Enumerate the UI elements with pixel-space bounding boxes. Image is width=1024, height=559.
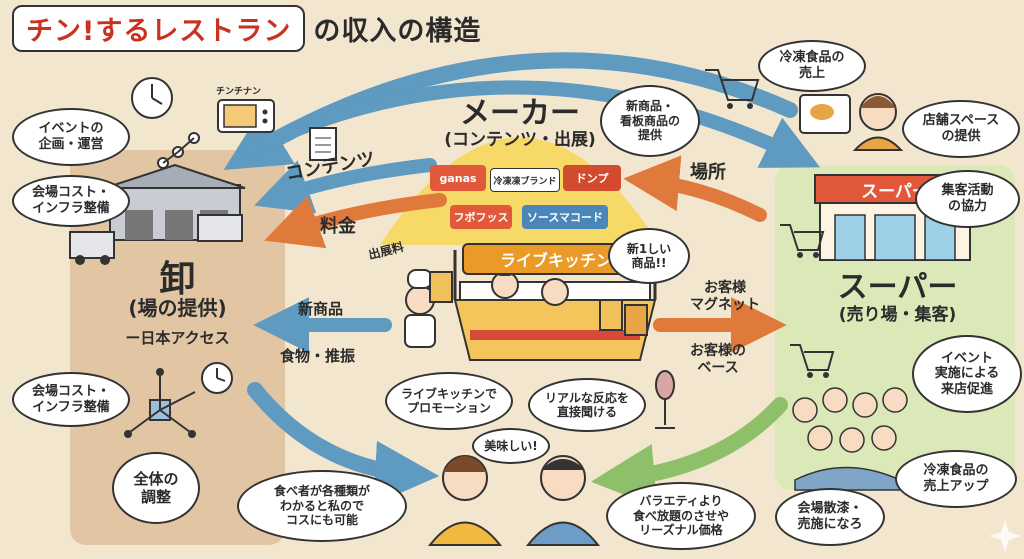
flow-customer-magnet-label: お客様 マグネット <box>690 280 760 313</box>
shopper-woman <box>852 93 904 151</box>
warehouse-illustration <box>69 163 246 265</box>
title-rest: の収入の構造 <box>313 15 482 47</box>
bubble-live-kitchen-promo: ライブキッチンで プロモーション <box>385 372 513 430</box>
bubble-store-space: 店舗スペース の提供 <box>902 100 1020 158</box>
maker-subtitle: (コンテンツ・出展) <box>444 130 596 150</box>
arrow-fee <box>264 193 447 249</box>
flow-fee-label: 料金 <box>320 216 356 237</box>
bubble-event-visits: イベント 実施による 来店促進 <box>912 335 1022 413</box>
page-title: チン!するレストラン の収入の構造 <box>12 4 482 52</box>
arrow-place <box>623 155 767 222</box>
arrow-wholesaler-to-super <box>243 80 821 168</box>
cube-network-icon <box>124 368 196 438</box>
bubble-variety: バラエティより 食べ放題のさせや リーズナル価格 <box>606 482 756 550</box>
shopping-cart-icon-3 <box>790 344 835 378</box>
bubble-venue-cost-bottom: 会場コスト・ インフラ整備 <box>12 372 130 427</box>
shopping-cart-icon <box>705 69 760 109</box>
brand-logo-1: ganas <box>430 165 486 191</box>
maker-title: メーカー <box>460 96 580 131</box>
bubble-venue-scatter: 会場散漆・ 売施になろ <box>775 488 885 546</box>
supermarket-sign: スーパー <box>861 181 929 202</box>
flow-place-label: 場所 <box>690 162 726 183</box>
wholesaler-subtitle: (場の提供) <box>128 296 227 320</box>
brand-logo-2: 冷凍凍ブランド <box>490 168 560 192</box>
document-icon <box>309 127 337 161</box>
sparkle-icon <box>989 520 1021 552</box>
title-highlight: チン!するレストラン <box>12 4 306 52</box>
bubble-new-signboard: 新商品・ 看板商品の 提供 <box>600 85 700 157</box>
arrow-super-to-people <box>590 397 788 508</box>
clock-icon <box>131 77 173 119</box>
supermarket-subtitle: (売り場・集客) <box>838 305 957 325</box>
network-icon <box>157 132 200 169</box>
bubble-frozen-sales: 冷凍食品の 売上 <box>758 40 866 92</box>
brand-logo-5: ソースマコード <box>522 205 608 229</box>
frozen-food-package <box>799 94 851 134</box>
wholesaler-panel <box>70 150 285 545</box>
wholesaler-title: 卸 <box>159 259 196 300</box>
bubble-new-product-exclaim: 新1しい 商品!! <box>608 228 690 284</box>
bubble-delicious: 美味しい! <box>472 428 550 464</box>
bubble-real-reactions: リアルな反応を 直接聞ける <box>528 378 646 432</box>
wholesaler-company: ー日本アクセス <box>125 329 230 347</box>
bubble-event-planning: イベントの 企画・運営 <box>12 108 130 166</box>
shopping-cart-icon-2 <box>780 224 825 258</box>
mannequin-icon <box>655 370 675 429</box>
bubble-customer-attraction: 集客活動 の協力 <box>915 170 1020 228</box>
crowd-illustration <box>792 387 908 491</box>
people-illustration <box>427 455 601 546</box>
flow-customer-base-label: お客様の ベース <box>690 343 746 376</box>
flow-new-products-label: 新商品 <box>298 300 344 318</box>
brand-logo-3: ドンプ <box>563 165 621 191</box>
supermarket-title: スーパー <box>837 270 958 305</box>
arrow-contents <box>254 158 437 214</box>
brand-logo-4: フボフッス <box>450 205 512 229</box>
bubble-eaters-compare: 食べ者が各種類が わかると私ので コスにも可能 <box>237 470 407 542</box>
microwave-icon <box>217 99 275 133</box>
clock-small-icon <box>201 362 233 394</box>
arrow-wholesaler-to-people <box>247 382 440 505</box>
bubble-frozen-sales-up: 冷凍食品の 売上アップ <box>895 450 1017 508</box>
flow-food-promo-label: 食物・推振 <box>280 347 356 365</box>
product-boxes <box>429 271 648 336</box>
bubble-overall-coordination: 全体の 調整 <box>112 452 200 524</box>
chef-illustration <box>404 256 569 348</box>
bubble-venue-cost-top: 会場コスト・ インフラ整備 <box>12 175 130 227</box>
microwave-label: チンチナン <box>216 87 262 97</box>
